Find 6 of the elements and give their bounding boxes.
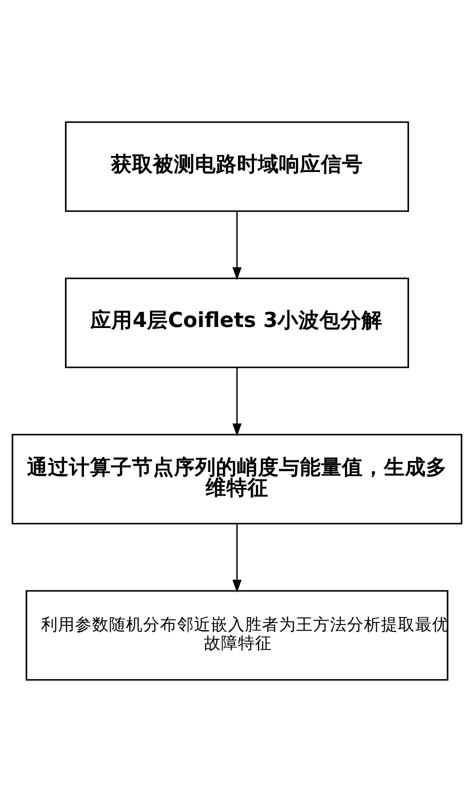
node-box: 获取被测电路时域响应信号 <box>64 120 410 212</box>
node-box: 应用4层Coiflets 3小波包分解 <box>64 277 410 368</box>
arrow <box>232 210 242 280</box>
arrow <box>232 523 242 592</box>
node-box: 通过计算子节点序列的峭度与能量值，生成多维特征 <box>12 433 462 524</box>
arrow <box>232 367 242 436</box>
